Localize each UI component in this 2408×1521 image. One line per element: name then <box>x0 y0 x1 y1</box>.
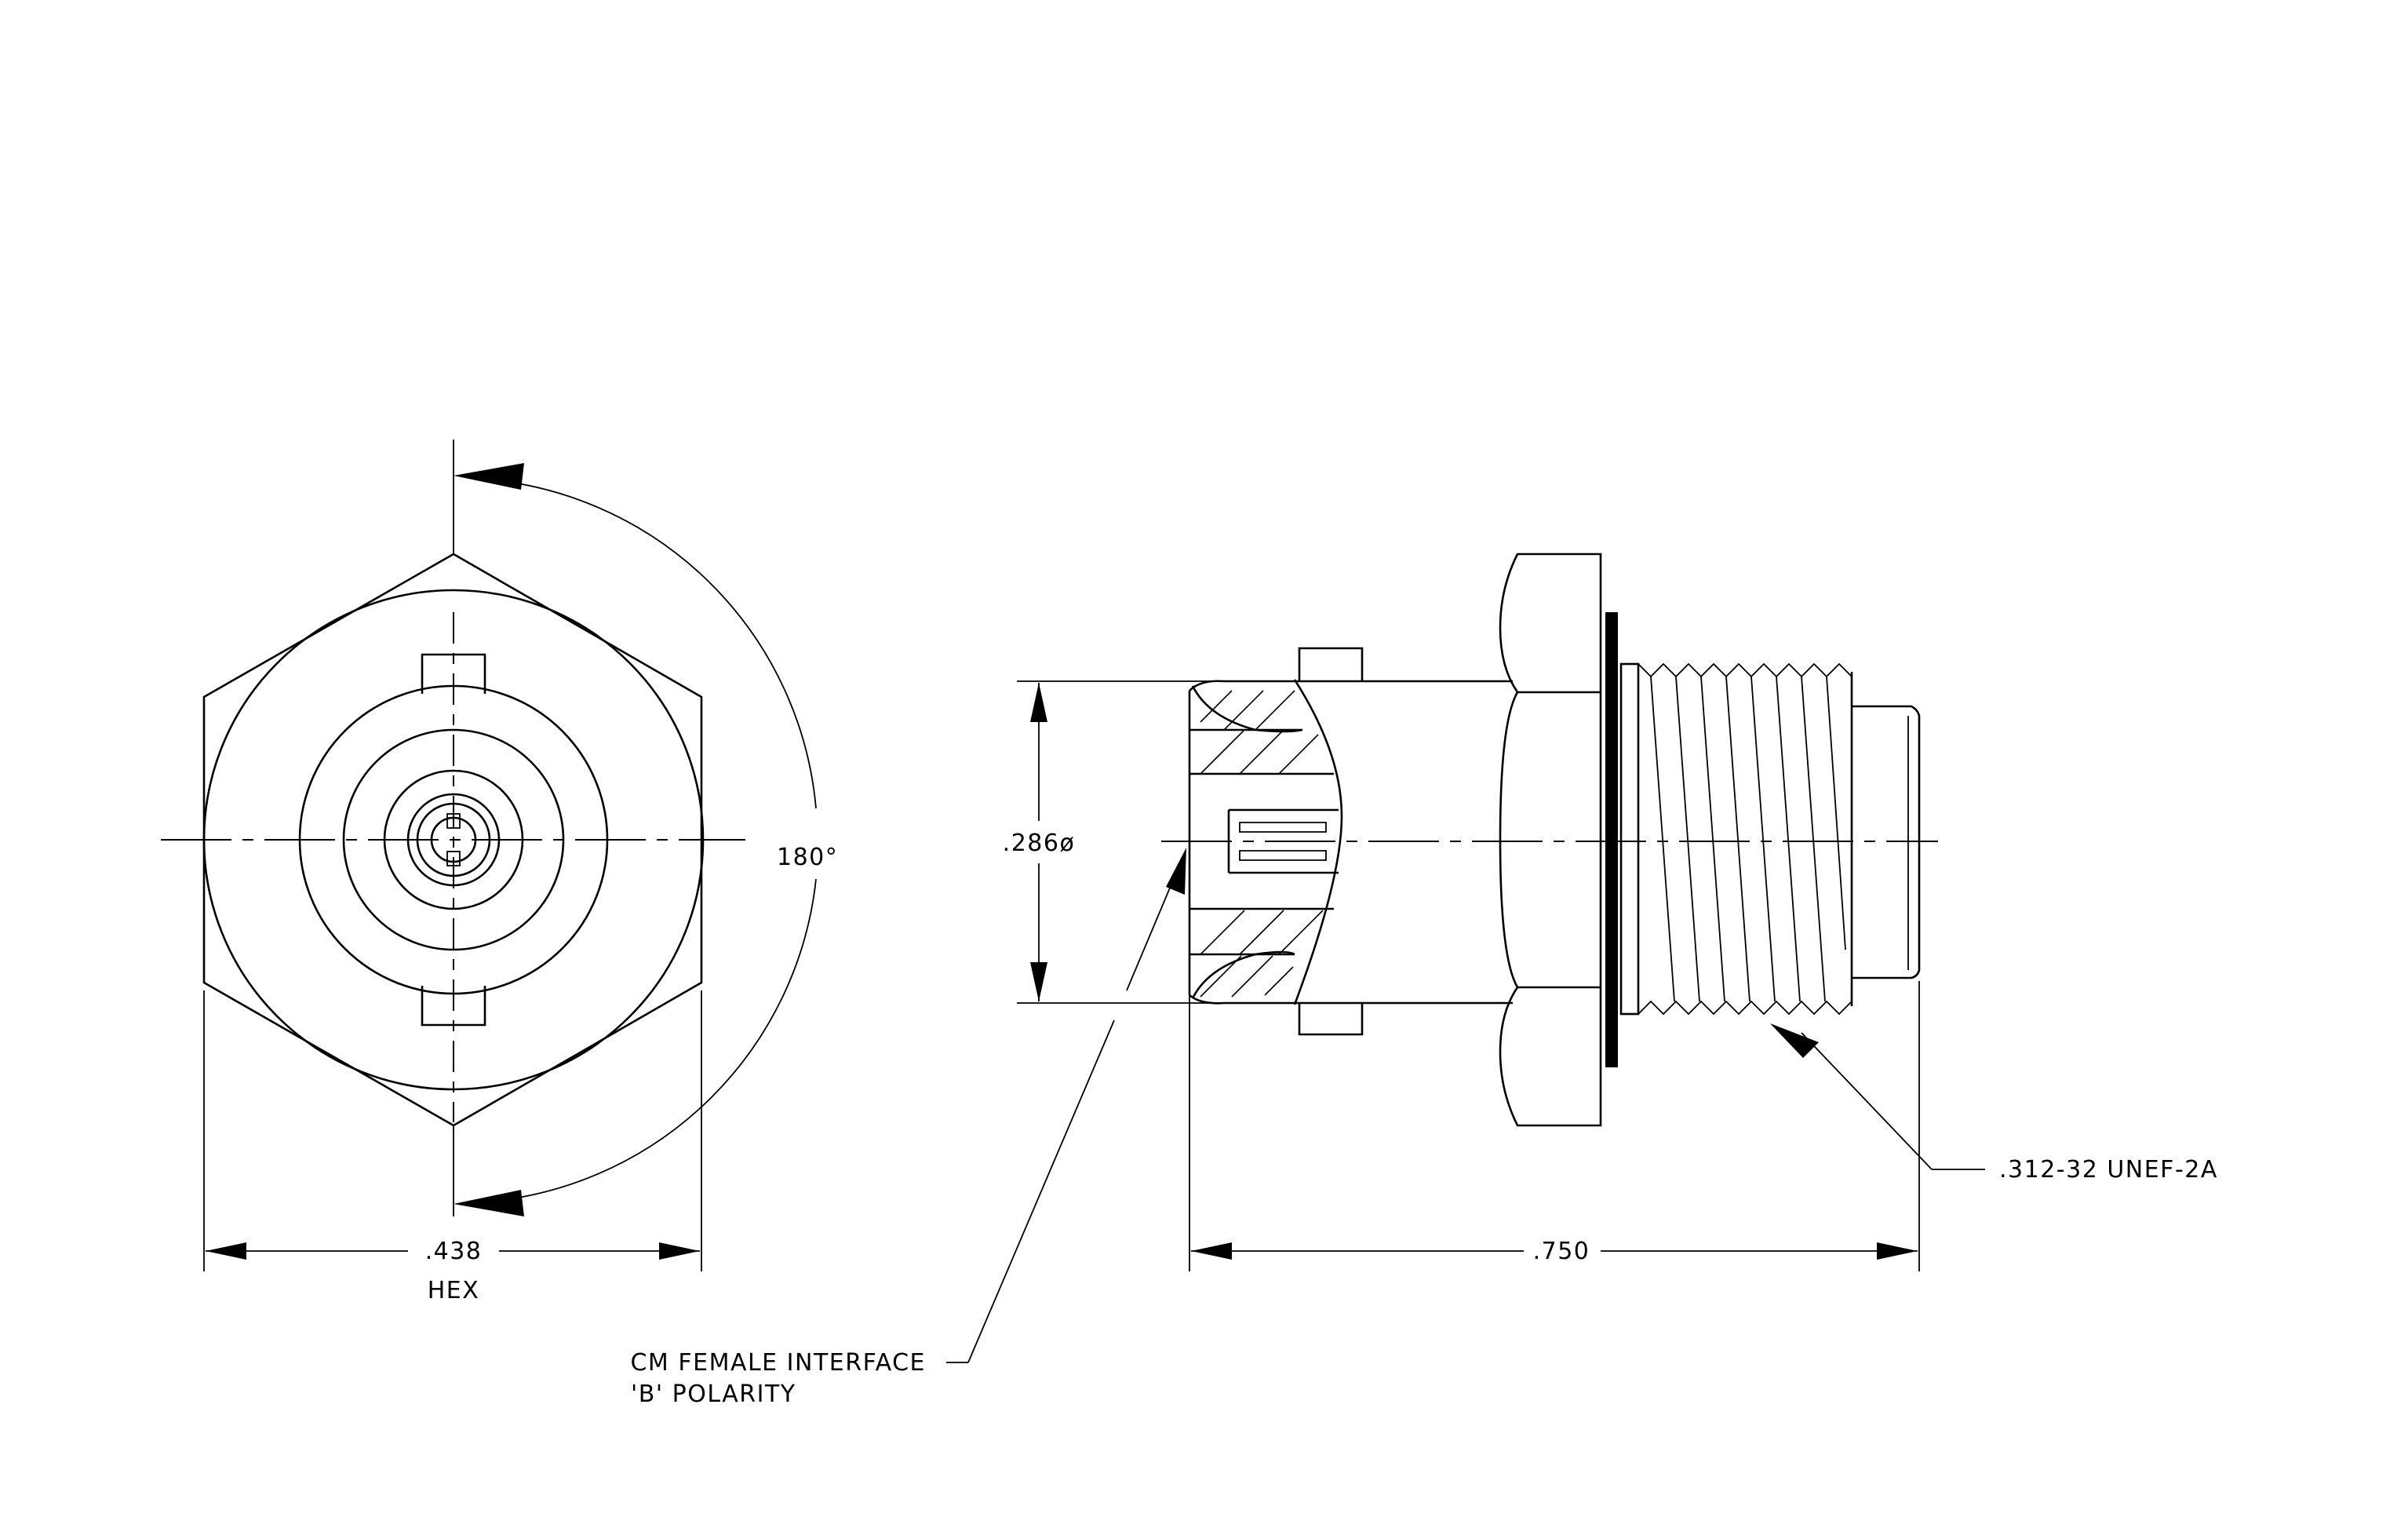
length-dimension: .750 <box>1533 1238 1590 1265</box>
body-front-corner-top <box>1189 680 1287 691</box>
rear-pin <box>1852 705 1921 979</box>
side-view: .286ø .750 .312-32 UNEF-2A CM FEMALE INT… <box>630 553 2218 1408</box>
interface-leader-line <box>967 1019 1115 1363</box>
thread-leader-arrow <box>1770 1023 1819 1058</box>
contact-outline <box>1227 808 1339 874</box>
thread-leader-line <box>1801 1032 1933 1170</box>
body-front-corner-bottom <box>1189 994 1287 1005</box>
interface-callout-line2: 'B' POLARITY <box>631 1381 796 1408</box>
dia-arrow-top <box>1030 683 1047 722</box>
hex-dimension-word: HEX <box>428 1277 480 1304</box>
thread-profile <box>1638 662 1852 1016</box>
section-break-line <box>1293 679 1343 1005</box>
section-hatching <box>1200 690 1324 998</box>
angle-arrowhead-bottom <box>454 1190 524 1216</box>
section-break-inner-top <box>1191 685 1303 733</box>
interface-leader-arrow <box>1166 848 1186 895</box>
hex-dim-arrow-left <box>206 1242 246 1260</box>
thread-callout: .312-32 UNEF-2A <box>1999 1156 2218 1184</box>
front-view: 180° .438 HEX <box>161 440 838 1304</box>
dia-arrow-bottom <box>1030 962 1047 1001</box>
washer <box>1605 612 1618 1067</box>
hex-dimension-value: .438 <box>425 1238 483 1265</box>
angle-label: 180° <box>777 844 838 871</box>
side-stud-bottom <box>1298 1003 1364 1036</box>
angle-arc-lower <box>478 878 817 1203</box>
interface-leader-upper <box>1126 870 1178 991</box>
interface-callout-line1: CM FEMALE INTERFACE <box>630 1349 926 1377</box>
length-arrow-right <box>1877 1242 1918 1260</box>
angle-arrowhead-top <box>454 463 524 490</box>
contact-slot <box>1239 822 1327 861</box>
angle-arc-upper <box>478 478 817 809</box>
length-arrow-left <box>1191 1242 1232 1260</box>
section-break-inner <box>1191 950 1295 999</box>
side-stud-top <box>1298 647 1364 681</box>
diameter-dimension: .286ø <box>1003 830 1076 857</box>
thread-shank-start <box>1619 662 1640 1016</box>
hex-dim-arrow-right <box>659 1242 700 1260</box>
hex-nut-side <box>1499 553 1602 1127</box>
